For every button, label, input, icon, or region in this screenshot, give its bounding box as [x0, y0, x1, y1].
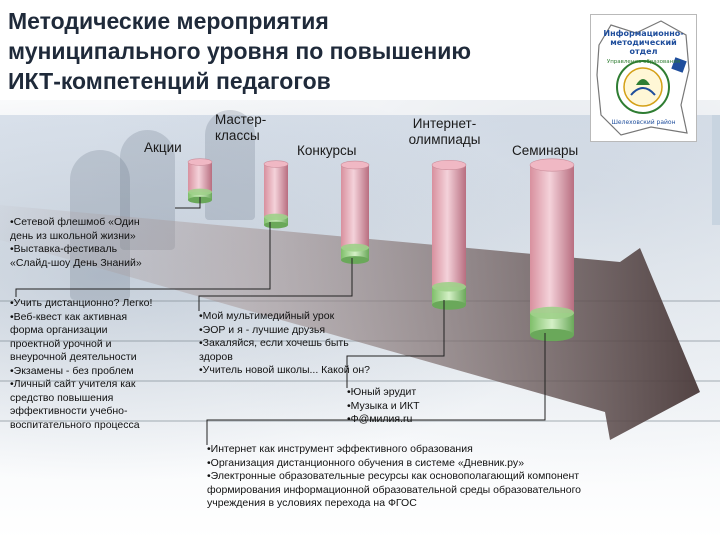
aktsii-list: •Сетевой флешмоб «Один день из школьной … — [10, 216, 185, 270]
list-item: •Личный сайт учителя как — [10, 378, 195, 392]
category-label-line: классы — [215, 128, 266, 144]
cylinder-divider — [341, 244, 369, 252]
cylinder-base-bottom — [264, 222, 288, 229]
category-label-line: олимпиады — [392, 132, 497, 148]
cylinder-base-bottom — [432, 300, 466, 310]
cylinder-body — [432, 165, 466, 287]
cylinder-top — [188, 159, 212, 166]
list-item: учреждения в условиях перехода на ФГОС — [207, 497, 687, 511]
list-item: «Слайд-шоу День Знаний» — [10, 257, 185, 271]
olympiads-list: •Юный эрудит •Музыка и ИКТ •Ф@милия.ru — [347, 386, 457, 427]
cylinder-base-bottom — [530, 329, 574, 341]
cylinder-body — [530, 165, 574, 313]
cylinder-divider — [188, 189, 212, 196]
cylinder-top — [432, 160, 466, 170]
list-item: день из школьной жизни» — [10, 230, 185, 244]
list-item: •Выставка-фестиваль — [10, 243, 185, 257]
master-classes-list: •Учить дистанционно? Легко! •Веб-квест к… — [10, 297, 195, 432]
cylinder-top — [530, 159, 574, 171]
list-item: •Веб-квест как активная — [10, 311, 195, 325]
list-item: •Экзамены - без проблем — [10, 365, 195, 379]
category-label: Акции — [144, 140, 182, 156]
cylinder-top — [341, 161, 369, 169]
category-label: Мастер- классы — [215, 112, 266, 144]
cylinder-divider — [264, 214, 288, 221]
category-label-line: Интернет- — [392, 116, 497, 132]
cylinder-divider — [432, 282, 466, 292]
list-item: форма организации — [10, 324, 195, 338]
list-item: •Музыка и ИКТ — [347, 400, 457, 414]
list-item: •Юный эрудит — [347, 386, 457, 400]
list-item: •Учить дистанционно? Легко! — [10, 297, 195, 311]
cylinder-body — [188, 162, 212, 192]
list-item: •Учитель новой школы... Какой он? — [199, 364, 414, 378]
category-label: Интернет- олимпиады — [392, 116, 497, 148]
list-item: •Закаляйся, если хочешь быть — [199, 337, 414, 351]
list-item: •Сетевой флешмоб «Один — [10, 216, 185, 230]
list-item: •ЭОР и я - лучшие друзья — [199, 324, 414, 338]
cylinder-top — [264, 161, 288, 168]
cylinder-body — [341, 165, 369, 248]
list-item: формирования информационной образователь… — [207, 484, 687, 498]
list-item: здоров — [199, 351, 414, 365]
list-item: средство повышения — [10, 392, 195, 406]
list-item: •Интернет как инструмент эффективного об… — [207, 443, 687, 457]
list-item: внеурочной деятельности — [10, 351, 195, 365]
list-item: •Организация дистанционного обучения в с… — [207, 457, 687, 471]
list-item: •Мой мультимедийный урок — [199, 310, 414, 324]
list-item: •Ф@милия.ru — [347, 413, 457, 427]
category-label: Семинары — [512, 143, 578, 159]
category-label: Конкурсы — [297, 143, 356, 159]
seminars-list: •Интернет как инструмент эффективного об… — [207, 443, 687, 511]
list-item: воспитательного процесса — [10, 419, 195, 433]
cylinder-divider — [530, 307, 574, 319]
cylinder-base-bottom — [341, 256, 369, 264]
cylinder-body — [264, 164, 288, 217]
category-label-line: Мастер- — [215, 112, 266, 128]
list-item: •Электронные образовательные ресурсы как… — [207, 470, 687, 484]
list-item: проектной урочной и — [10, 338, 195, 352]
list-item: эффективности учебно- — [10, 405, 195, 419]
contests-list: •Мой мультимедийный урок •ЭОР и я - лучш… — [199, 310, 414, 378]
